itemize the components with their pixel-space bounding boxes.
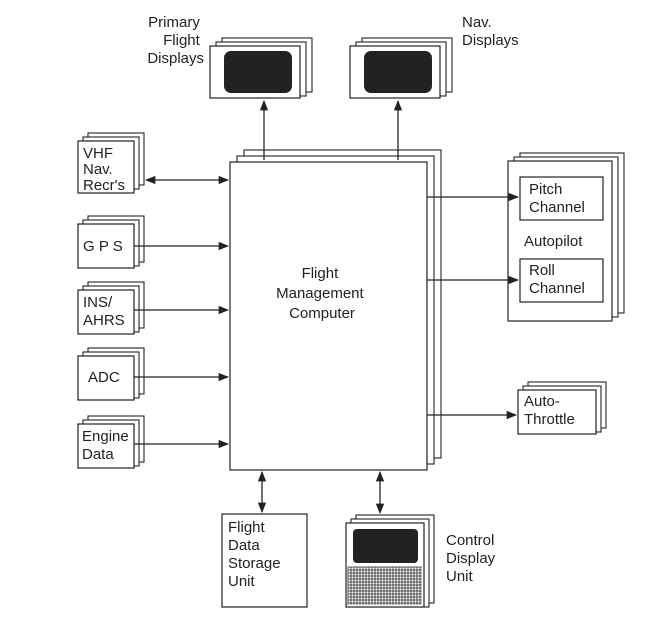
vhf-nav-receivers: VHF Nav. Recr's (77, 132, 145, 194)
control-display-unit: Control Display Unit (345, 514, 499, 608)
fmc-label: Flight Management Computer (276, 265, 368, 322)
ins-ahrs-label: INS/ AHRS (83, 294, 125, 329)
gps-label: G P S (83, 238, 123, 255)
vhf-nav-receivers-label: VHF Nav. Recr's (83, 145, 125, 194)
cdu-screen-icon (353, 529, 418, 563)
adc-label: ADC (88, 369, 120, 386)
autopilot: Autopilot Pitch Channel Roll Channel (507, 152, 625, 322)
roll-channel-label: Roll Channel (529, 262, 585, 297)
ins-ahrs-unit: INS/ AHRS (77, 281, 145, 335)
engine-data-label: Engine Data (82, 428, 133, 463)
cdu-keypad-icon (347, 566, 422, 605)
flight-management-computer: Flight Management Computer (229, 149, 442, 471)
control-display-unit-label: Control Display Unit (446, 532, 499, 585)
display-screen-icon (224, 51, 292, 93)
nav-displays: Nav. Displays (349, 14, 519, 99)
roll-channel (519, 258, 604, 303)
auto-throttle-label: Auto- Throttle (524, 393, 575, 428)
flight-data-storage-label: Flight Data Storage Unit (228, 519, 285, 590)
pitch-channel-label: Pitch Channel (529, 181, 585, 216)
pitch-channel (519, 176, 604, 221)
primary-flight-displays-label: Primary Flight Displays (147, 14, 204, 67)
gps-unit: G P S (77, 215, 145, 269)
autopilot-label: Autopilot (524, 233, 583, 250)
display-screen-icon (364, 51, 432, 93)
engine-data-unit: Engine Data (77, 415, 145, 469)
primary-flight-displays: Primary Flight Displays (147, 14, 313, 99)
adc-unit: ADC (77, 347, 145, 401)
connectors (134, 99, 520, 515)
auto-throttle: Auto- Throttle (517, 381, 607, 435)
nav-displays-label: Nav. Displays (462, 14, 519, 49)
flight-data-storage-unit: Flight Data Storage Unit (221, 513, 308, 608)
